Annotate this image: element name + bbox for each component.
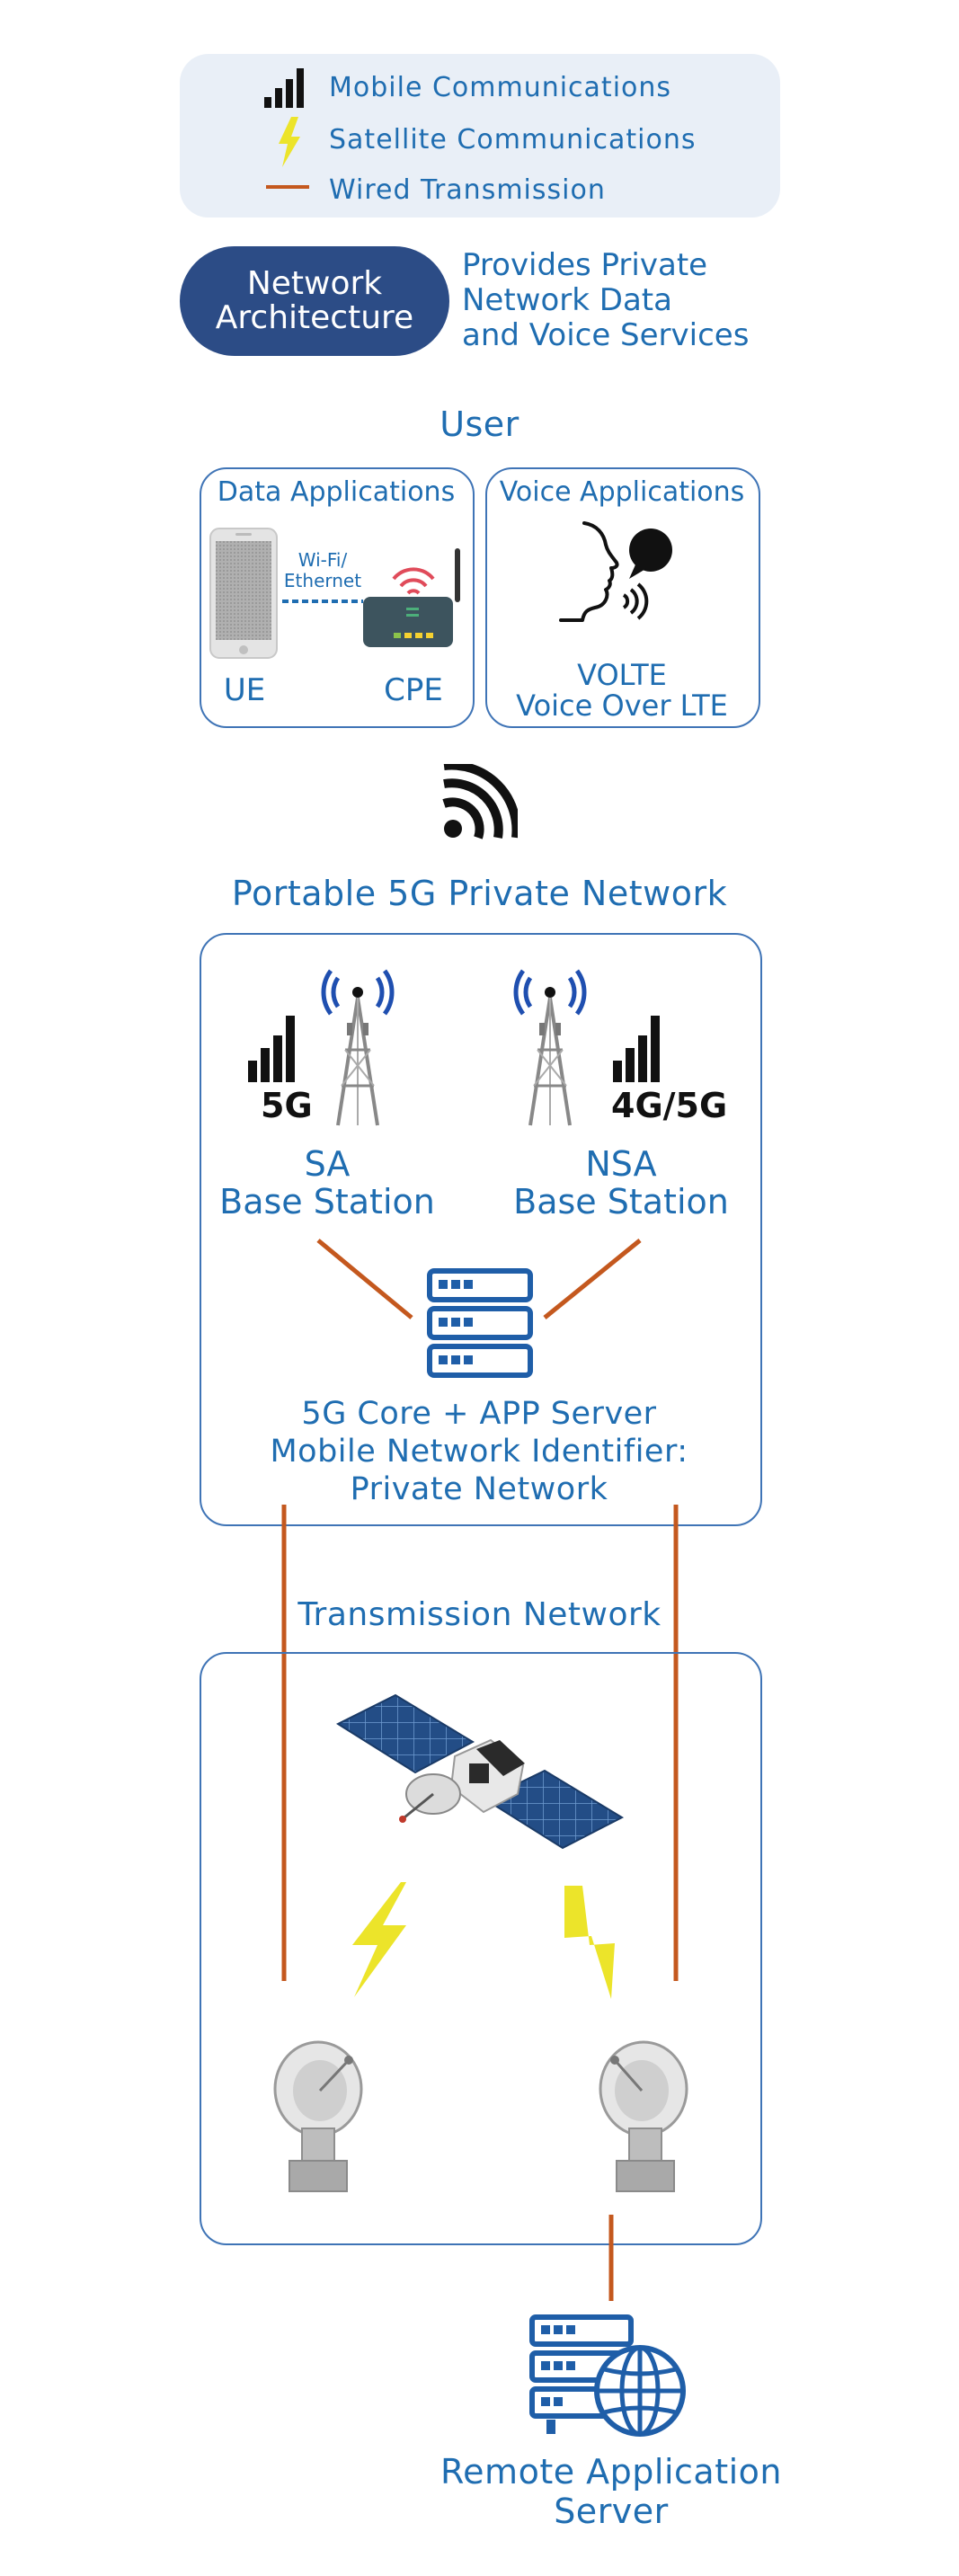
remote-server-label: Remote Application Server [422,2452,800,2531]
legend-label: Mobile Communications [329,72,672,103]
legend-item-wired: Wired Transmission [180,169,780,214]
legend-label: Wired Transmission [329,174,606,206]
lightning-icon [352,1882,406,1997]
legend-item-satellite: Satellite Communications [180,117,780,167]
signal-bars-icon [264,68,304,108]
cpe-router-icon [363,548,460,647]
wired-line-icon [266,185,309,189]
pill-line-2: Architecture [215,299,414,336]
nsa-base-station-label: NSA Base Station [493,1145,750,1221]
wifi-ethernet-label: Wi-Fi/ Ethernet [273,550,372,591]
satellite-dish-icon [273,2040,363,2192]
nsa-signal-label: 4G/5G [611,1086,728,1125]
data-applications-box [200,467,475,728]
sa-base-station-icon [248,969,395,1126]
cpe-label: CPE [384,672,443,708]
wireless-signal-icon [442,764,518,839]
nsa-core-link [543,1239,642,1319]
nsa-base-station-icon [513,969,660,1126]
core-links [316,1239,642,1319]
network-architecture-pill: Network Architecture [180,246,449,356]
volte-line-1: VOLTE [577,658,667,692]
satellite-icon [335,1693,625,1850]
legend-item-mobile: Mobile Communications [180,67,780,111]
volte-label: VOLTE Voice Over LTE [485,660,759,721]
private-network-title: Portable 5G Private Network [231,874,728,913]
nsa-line-1: NSA [585,1144,657,1184]
phone-icon [209,528,278,659]
satellite-dish-icon [599,2040,688,2192]
lightning-icon [564,1886,615,1999]
private-network-box [200,933,762,1526]
legend-label: Satellite Communications [329,124,697,155]
remote-line-2: Server [554,2492,669,2531]
desc-line-3: and Voice Services [462,317,750,353]
core-line-1: 5G Core + APP Server [301,1396,657,1432]
architecture-description: Provides Private Network Data and Voice … [462,248,786,353]
desc-line-2: Network Data [462,282,672,318]
link-line-2: Ethernet [283,570,362,591]
lightning-icon [279,117,300,167]
data-applications-title: Data Applications [217,476,456,508]
wired-uplinks [281,1505,679,1981]
sa-line-2: Base Station [219,1182,435,1221]
volte-line-2: Voice Over LTE [516,688,728,723]
pill-line-1: Network [246,265,383,302]
core-line-3: Private Network [350,1471,608,1507]
sa-signal-label: 5G [261,1086,313,1125]
nsa-line-2: Base Station [513,1182,729,1221]
user-title: User [440,404,519,444]
core-label: 5G Core + APP Server Mobile Network Iden… [200,1395,759,1508]
link-line-1: Wi-Fi/ [297,549,348,571]
remote-link [608,2215,614,2301]
voice-applications-box [485,467,760,728]
core-server-icon [427,1268,533,1378]
dashed-link-icon [282,600,363,603]
remote-server-icon [529,2314,686,2437]
transmission-title: Transmission Network [297,1596,662,1633]
transmission-box [200,1652,762,2245]
sa-line-1: SA [304,1144,351,1184]
sa-core-link [316,1239,413,1319]
remote-line-1: Remote Application [440,2452,783,2492]
desc-line-1: Provides Private [462,247,708,283]
ue-label: UE [223,672,266,708]
core-line-2: Mobile Network Identifier: [270,1434,688,1470]
voice-applications-title: Voice Applications [499,476,745,508]
sa-base-station-label: SA Base Station [200,1145,455,1221]
speaking-head-icon [559,521,672,622]
legend: Mobile Communications Satellite Communic… [180,54,780,218]
